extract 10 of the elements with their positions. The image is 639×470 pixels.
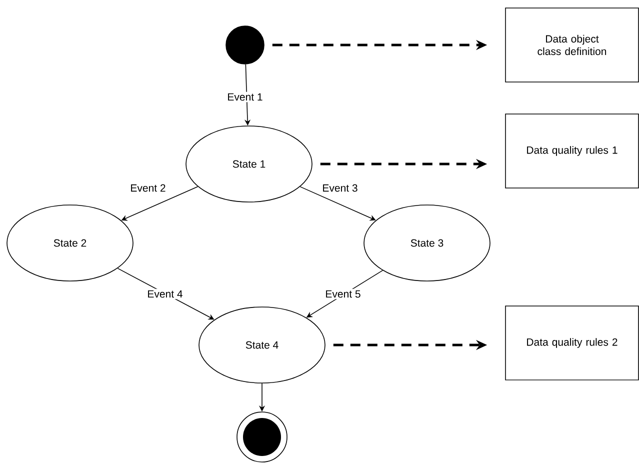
note-box: Data quality rules 2 — [505, 306, 639, 380]
edge-label: Event 3 — [320, 182, 360, 194]
note-box: Data object class definition — [505, 8, 639, 82]
edge-label: Event 5 — [324, 288, 362, 300]
end-bullseye — [236, 412, 288, 462]
edge-label: Event 1 — [226, 92, 264, 102]
edge-label: Event 4 — [146, 288, 184, 300]
edge-label: Event 2 — [128, 182, 168, 194]
start-dot — [226, 26, 264, 64]
note-box: Data quality rules 1 — [505, 114, 639, 188]
